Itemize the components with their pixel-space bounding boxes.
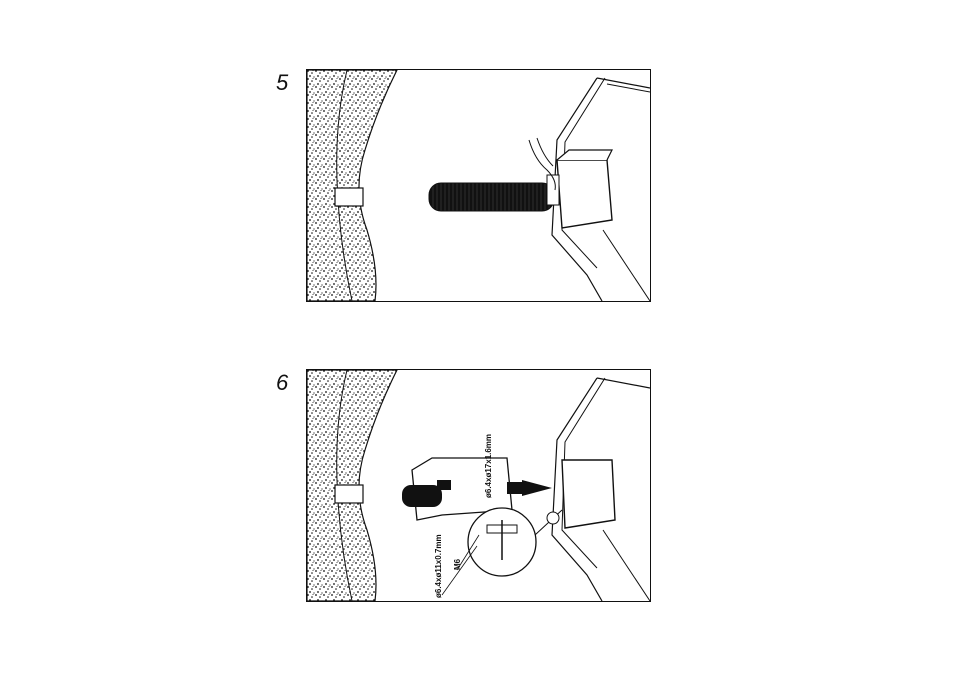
range-hood bbox=[562, 460, 615, 528]
wall-section bbox=[307, 70, 397, 301]
step-6-illustration: ø6.4xø17x1.6mm M6 ø6.4xø11x0.7mm bbox=[306, 369, 651, 602]
label-washer-large: ø6.4xø17x1.6mm bbox=[484, 434, 493, 498]
step-5-illustration bbox=[306, 69, 651, 302]
wall-sleeve bbox=[335, 188, 363, 206]
label-washer-small: ø6.4xø11x0.7mm bbox=[434, 534, 443, 598]
label-bolt: M6 bbox=[453, 558, 462, 570]
step-number-5: 5 bbox=[276, 70, 288, 96]
step-number-6: 6 bbox=[276, 370, 288, 396]
range-hood bbox=[557, 160, 612, 228]
flex-duct bbox=[429, 183, 554, 211]
step-6-drawing: ø6.4xø17x1.6mm M6 ø6.4xø11x0.7mm bbox=[307, 370, 650, 601]
step-5-drawing bbox=[307, 70, 650, 301]
wall-sleeve bbox=[335, 485, 363, 503]
direction-arrow bbox=[522, 480, 552, 496]
